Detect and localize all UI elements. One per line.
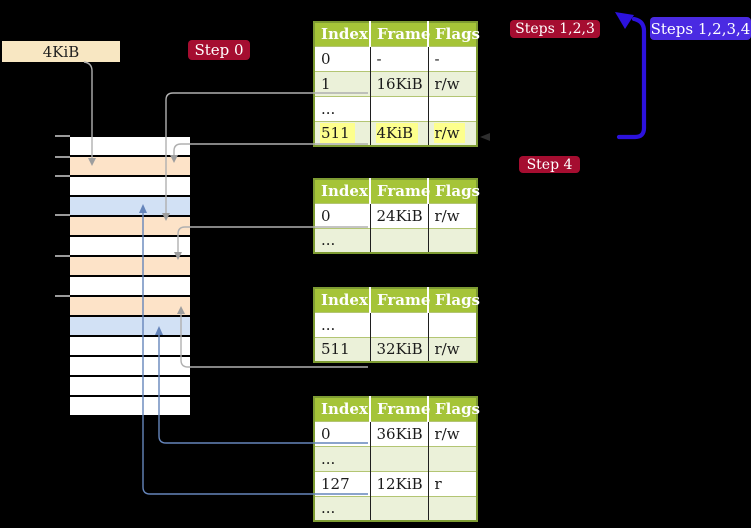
table-cell: 36KiB xyxy=(369,420,428,446)
table-cell: 511 xyxy=(314,336,370,362)
table-row: ... xyxy=(314,95,477,121)
table-row: 0-- xyxy=(314,45,477,71)
memory-frame-empty xyxy=(70,237,190,255)
memory-tick xyxy=(55,175,70,177)
column-header: Flags xyxy=(427,22,480,46)
memory-frame-table xyxy=(70,257,190,275)
column-header: Frame xyxy=(369,179,430,203)
table-cell: r/w xyxy=(427,120,477,146)
column-header: Flags xyxy=(427,179,480,203)
table-cell: 4KiB xyxy=(369,120,428,146)
column-header: Index xyxy=(314,179,370,203)
table-cell: 12KiB xyxy=(369,470,428,496)
memory-frame-page xyxy=(70,317,190,335)
badge-step-4: Step 4 xyxy=(519,156,580,173)
memory-tick xyxy=(55,214,70,216)
table-cell: ... xyxy=(314,445,370,471)
table-cell: 127 xyxy=(314,470,370,496)
table-cell: ... xyxy=(314,495,370,521)
table-cell xyxy=(369,227,428,253)
table-cell: 24KiB xyxy=(369,202,428,228)
table-cell: r xyxy=(427,470,477,496)
memory-tick xyxy=(55,255,70,257)
table-cell xyxy=(369,311,428,337)
table-cell: r/w xyxy=(427,420,477,446)
table-row: ... xyxy=(314,227,477,253)
memory-frame-table xyxy=(70,217,190,235)
badge-steps-1-2-3: Steps 1,2,3 xyxy=(510,20,600,38)
table-cell: ... xyxy=(314,95,370,121)
memory-frame-empty xyxy=(70,377,190,395)
memory-frame-empty xyxy=(70,397,190,415)
memory-frame-table xyxy=(70,157,190,175)
physical-memory-column xyxy=(70,137,190,415)
column-header: Flags xyxy=(427,288,480,312)
column-header: Index xyxy=(314,288,370,312)
memory-frame-empty xyxy=(70,137,190,155)
table-cell: 32KiB xyxy=(369,336,428,362)
badge-steps-1-2-3-4: Steps 1,2,3,4 xyxy=(650,17,751,40)
memory-tick xyxy=(55,135,70,137)
table-cell xyxy=(427,311,477,337)
table-cell: 511 xyxy=(314,120,370,146)
table-cell: 16KiB xyxy=(369,70,428,96)
table-cell xyxy=(369,445,428,471)
table-row: ... xyxy=(314,495,477,521)
table-cell xyxy=(369,495,428,521)
table-cell: 1 xyxy=(314,70,370,96)
memory-frame-empty xyxy=(70,277,190,295)
table-cell: 0 xyxy=(314,420,370,446)
memory-frame-table xyxy=(70,297,190,315)
badge-step-0: Step 0 xyxy=(188,40,250,60)
table-row: ... xyxy=(314,311,477,337)
column-header: Index xyxy=(314,397,370,421)
column-header: Frame xyxy=(369,288,430,312)
column-header: Flags xyxy=(427,397,480,421)
table-cell: 0 xyxy=(314,45,370,71)
table-cell: - xyxy=(369,45,428,71)
memory-frame-empty xyxy=(70,177,190,195)
column-header: Frame xyxy=(369,397,430,421)
table-cell xyxy=(427,495,477,521)
column-header: Index xyxy=(314,22,370,46)
memory-tick xyxy=(55,295,70,297)
column-header: Frame xyxy=(369,22,430,46)
memory-frame-empty xyxy=(70,337,190,355)
memory-tick xyxy=(55,156,70,158)
table-cell xyxy=(427,227,477,253)
table-cell: - xyxy=(427,45,477,71)
table-cell: ... xyxy=(314,227,370,253)
table-cell: r/w xyxy=(427,202,477,228)
frame-size-label: 4KiB xyxy=(2,41,120,62)
table-cell xyxy=(427,95,477,121)
memory-frame-page xyxy=(70,197,190,215)
table-cell xyxy=(369,95,428,121)
table-cell: r/w xyxy=(427,336,477,362)
table-row: ... xyxy=(314,445,477,471)
table-cell: r/w xyxy=(427,70,477,96)
table-cell xyxy=(427,445,477,471)
table-cell: 0 xyxy=(314,202,370,228)
memory-frame-empty xyxy=(70,357,190,375)
table-cell: ... xyxy=(314,311,370,337)
